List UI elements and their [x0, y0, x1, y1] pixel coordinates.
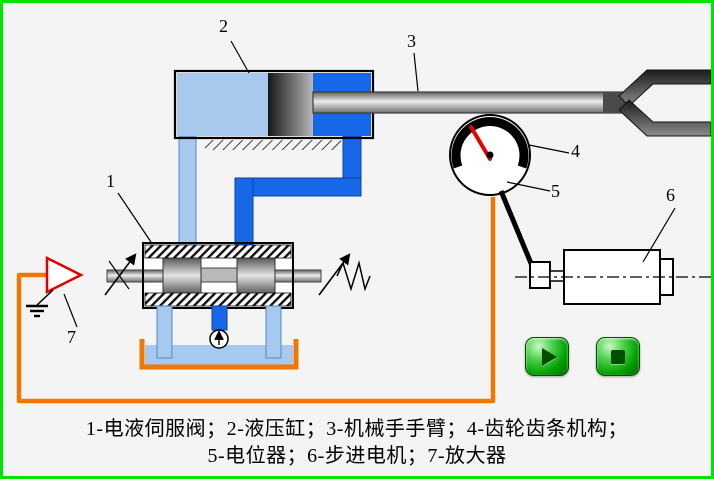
callout-1: 1 — [106, 171, 115, 191]
legend-caption: 1-电液伺服阀；2-液压缸；3-机械手手臂；4-齿轮齿条机构； 5-电位器；6-… — [3, 416, 711, 470]
ground-lead — [36, 289, 54, 306]
legend-line-2: 5-电位器；6-步进电机；7-放大器 — [207, 445, 507, 467]
callout-7: 7 — [67, 327, 76, 347]
valve-hatch-top — [144, 244, 292, 259]
amplifier — [26, 255, 84, 318]
play-button[interactable] — [525, 337, 569, 376]
pipe-dark-drop — [234, 177, 254, 246]
pressure-leg-center — [211, 305, 228, 331]
motor-coupling — [529, 261, 551, 289]
callout-5: 5 — [551, 181, 560, 201]
callout-leaders — [63, 40, 676, 328]
servo-system-diagram — [16, 40, 711, 404]
pipe-light-blue — [178, 135, 197, 247]
callout-2: 2 — [219, 16, 228, 36]
hydraulic-pipes — [178, 135, 362, 247]
spool-shaft — [198, 267, 240, 283]
cylinder-mount-hatch — [205, 140, 341, 150]
leader-line-1 — [117, 192, 152, 243]
tank-fluid — [145, 345, 293, 365]
spring-icon — [336, 260, 371, 292]
callout-3: 3 — [407, 31, 416, 51]
motor-shaft — [549, 270, 565, 282]
leader-line-3 — [413, 52, 419, 92]
solenoid-arrow-left-icon — [104, 253, 137, 296]
solenoid-slash-left — [108, 260, 130, 290]
legend-line-1: 1-电液伺服阀；2-液压缸；3-机械手手臂；4-齿轮齿条机构； — [85, 418, 629, 440]
linkage-rod — [498, 190, 538, 274]
spool-rod-right — [270, 269, 322, 283]
spool-land-right — [236, 256, 276, 295]
pipe-dark-horizontal — [234, 177, 362, 197]
valve-hatch-bottom — [144, 292, 292, 307]
solenoid-arrow-right-icon — [318, 253, 351, 296]
ground-icon — [26, 304, 48, 318]
gear-potentiometer — [449, 114, 538, 274]
stepper-motor — [515, 249, 711, 305]
manipulator-arm — [312, 69, 711, 137]
feedback-wire — [16, 197, 496, 404]
piston — [268, 73, 313, 136]
oil-tank — [139, 305, 299, 370]
callout-6: 6 — [666, 185, 675, 205]
dial-hub — [486, 151, 494, 159]
return-leg-left — [156, 305, 173, 359]
tank-outline — [139, 339, 299, 370]
cylinder-left-chamber — [177, 73, 268, 136]
leader-line-2 — [230, 40, 250, 74]
leader-line-5 — [506, 181, 551, 192]
servo-valve — [104, 242, 371, 309]
callout-4: 4 — [571, 141, 580, 161]
gripper-bottom-finger — [618, 99, 711, 137]
dial-track-arc — [451, 117, 529, 169]
stop-button[interactable] — [596, 337, 640, 376]
leader-line-6 — [642, 207, 676, 263]
spool-land-left — [162, 256, 202, 295]
return-leg-right — [265, 305, 282, 359]
gripper-top-finger — [618, 69, 711, 107]
leader-line-7 — [63, 293, 78, 328]
amplifier-triangle — [45, 255, 84, 295]
leader-line-4 — [528, 144, 570, 154]
rod-tip — [603, 92, 625, 113]
play-icon — [541, 347, 557, 366]
stop-icon — [611, 349, 625, 364]
piston-rod — [312, 91, 626, 114]
